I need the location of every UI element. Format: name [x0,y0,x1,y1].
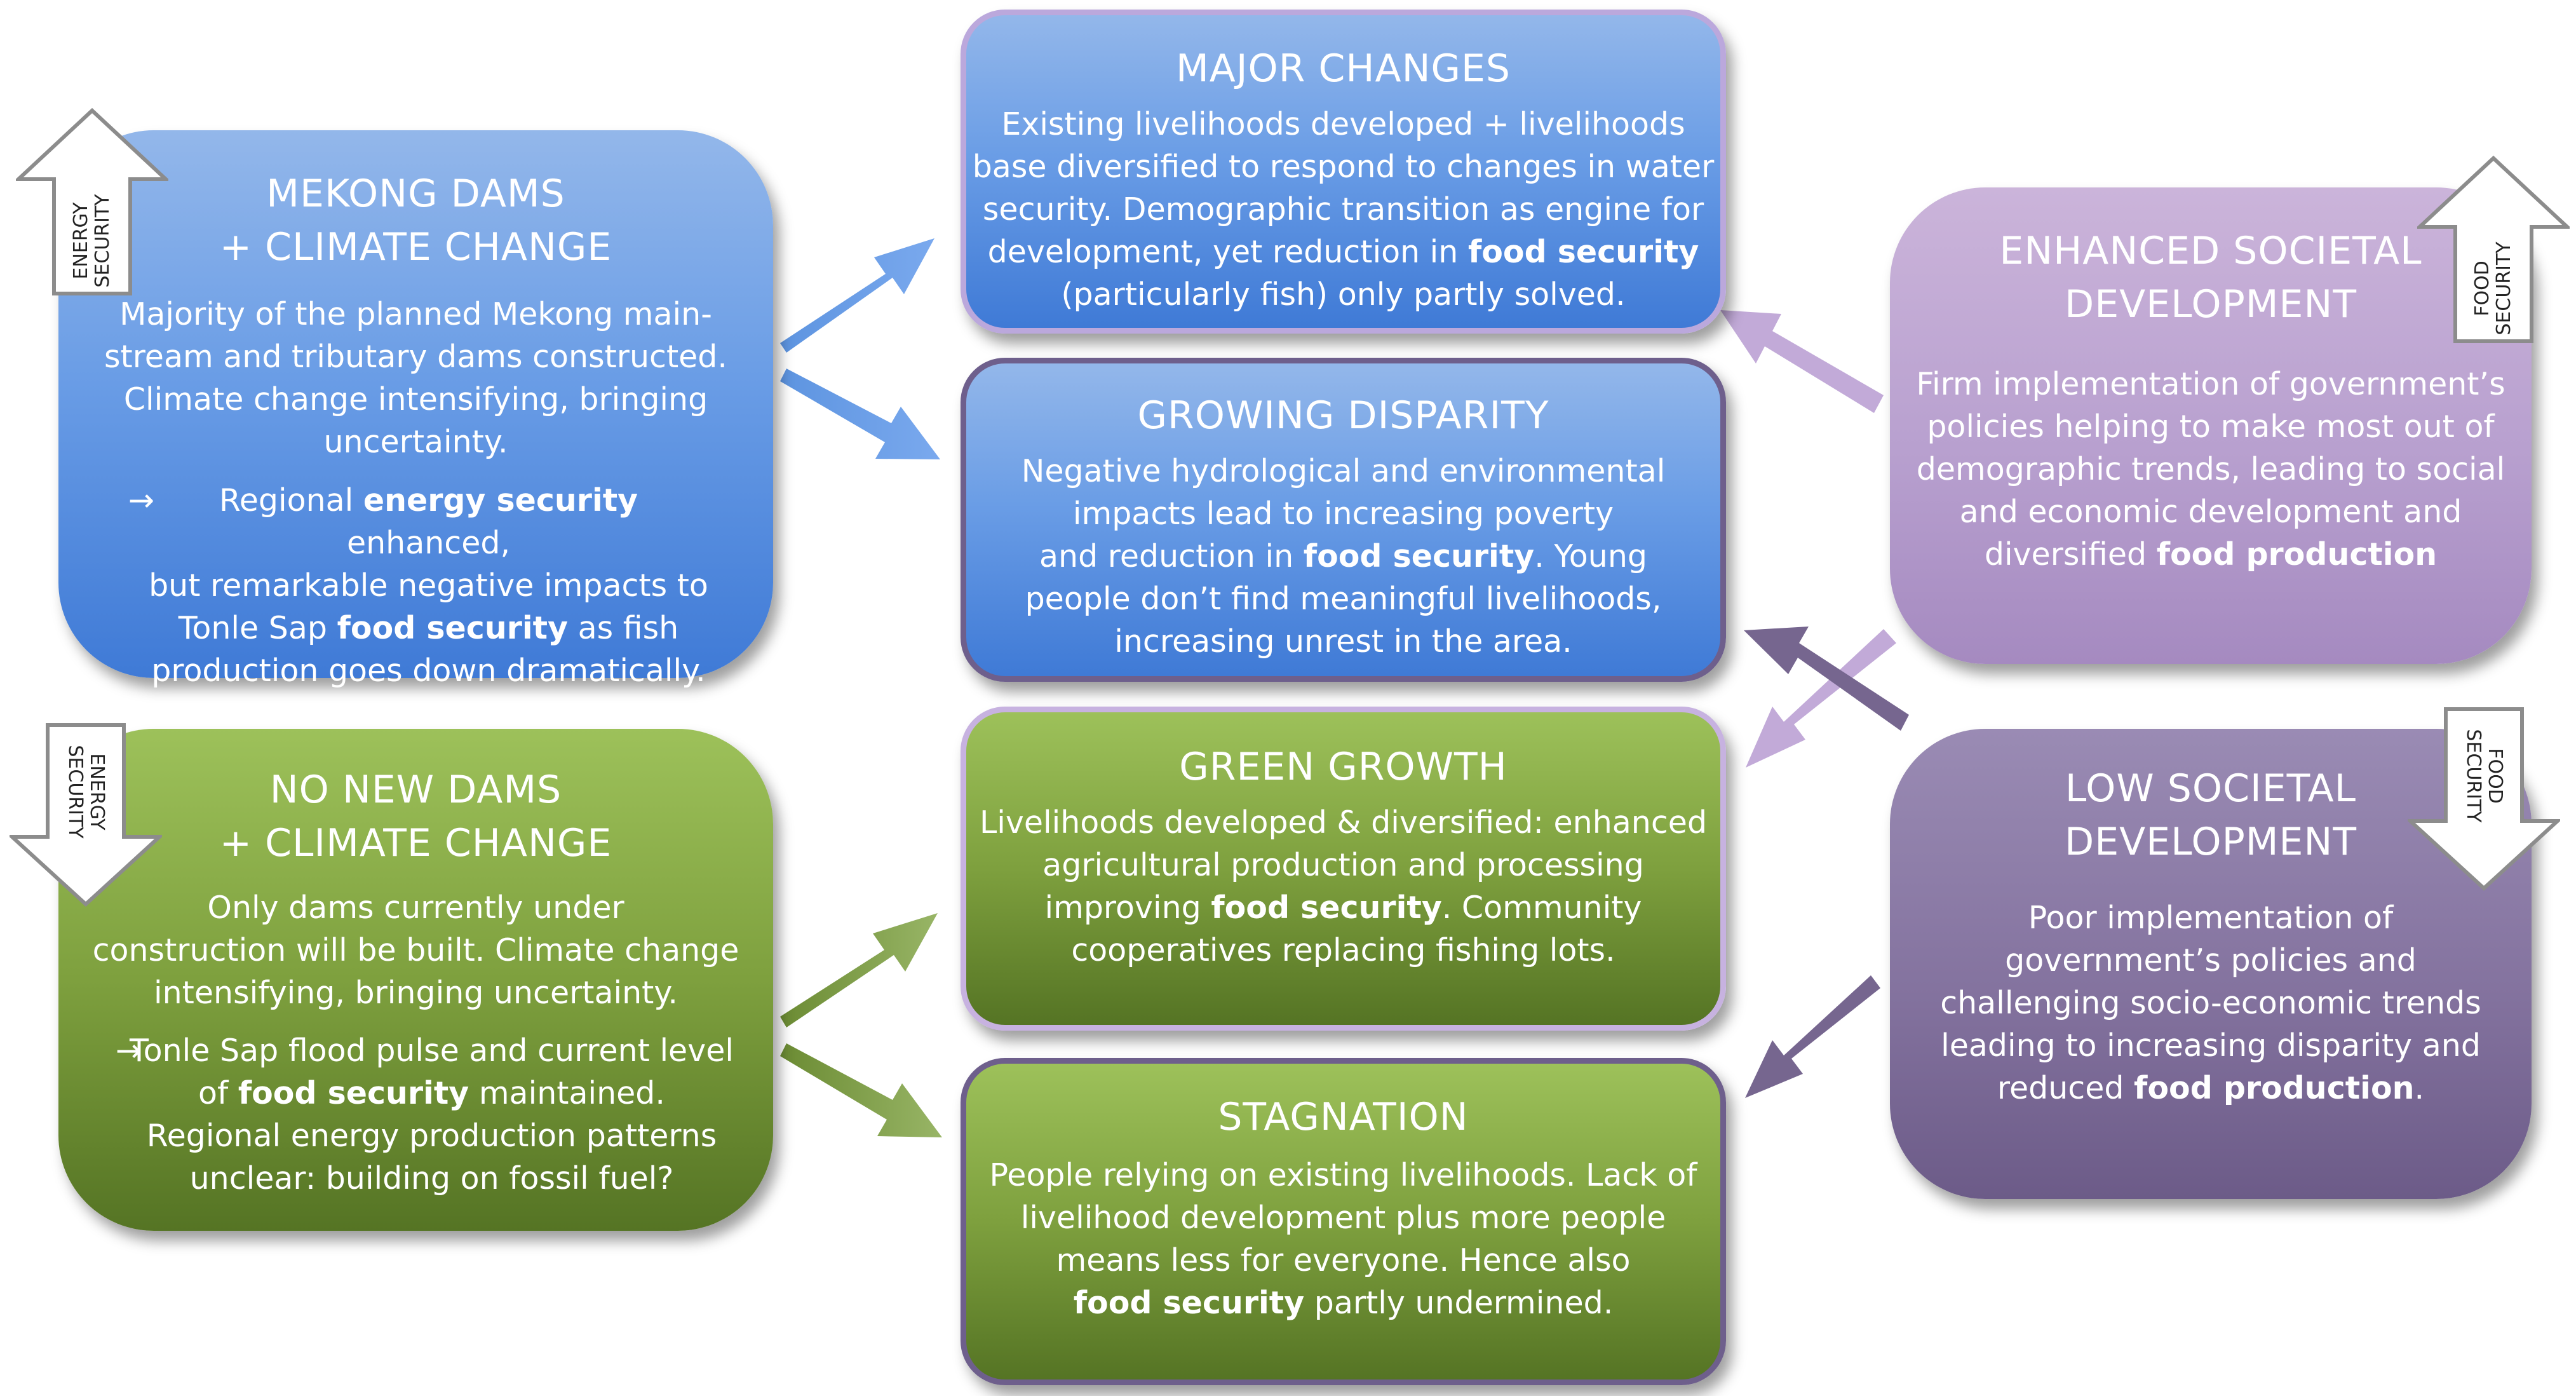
stagnation-title: STAGNATION [1218,1095,1469,1139]
enhanced-title-2: DEVELOPMENT [2065,282,2357,327]
bullet-arrow-icon: → [128,482,155,518]
major-line: (particularly fish) only partly solved. [1061,276,1626,313]
growing-disparity-box: GROWING DISPARITY Negative hydrological … [961,358,1726,682]
nodams-title-2: + CLIMATE CHANGE [219,821,612,865]
enhanced-line: Firm implementation of government’s [1916,366,2505,402]
arrow-up-icon [16,108,168,295]
low-line: Poor implementation of [2028,900,2394,936]
low-line: reduced food production. [1997,1070,2425,1106]
no-new-dams-box: NO NEW DAMS + CLIMATE CHANGE Only dams c… [58,729,773,1231]
disparity-line: increasing unrest in the area. [1114,623,1572,660]
stagnation-line: People relying on existing livelihoods. … [989,1157,1697,1193]
green-title: GREEN GROWTH [1179,745,1507,789]
major-title: MAJOR CHANGES [1176,46,1511,91]
arrow-dams-to-disparity [780,369,940,459]
green-line: Livelihoods developed & diversified: enh… [979,804,1708,841]
tag-line: SECURITY [64,745,86,839]
major-line: development, yet reduction in food secur… [987,234,1699,270]
stagnation-box: STAGNATION People relying on existing li… [961,1058,1726,1385]
dams-title-1: MEKONG DAMS [266,172,565,216]
tag-line: ENERGY [70,202,92,280]
tag-line: SECURITY [2462,729,2485,823]
mekong-dams-box: MEKONG DAMS + CLIMATE CHANGE Majority of… [58,130,773,689]
nodams-bullet-line: of food security maintained. [198,1075,665,1111]
tag-line: FOOD [2471,261,2493,316]
dams-body-line: uncertainty. [323,424,508,460]
major-line: Existing livelihoods developed + livelih… [1001,106,1685,142]
arrow-nodams-to-green [780,913,938,1027]
low-line: government’s policies and [2005,942,2417,979]
enhanced-line: diversified food production [1984,536,2438,573]
nodams-bullet-line: unclear: building on fossil fuel? [189,1160,674,1196]
dams-body-line: Majority of the planned Mekong main- [119,296,712,332]
energy-security-up-tag: ENERGY SECURITY [16,108,168,299]
arrow-nodams-to-stagnation [780,1043,942,1137]
food-security-down-tag: FOOD SECURITY [2408,707,2560,891]
arrow-dams-to-major [780,238,934,353]
enhanced-line: policies helping to make most out of [1927,409,2495,445]
disparity-line: and reduction in food security. Young [1039,538,1647,574]
major-line: base diversified to respond to changes i… [972,149,1715,185]
stagnation-line: food security partly undermined. [1073,1285,1614,1321]
disparity-title: GROWING DISPARITY [1137,393,1549,438]
low-title-2: DEVELOPMENT [2065,820,2357,864]
tag-line: SECURITY [2493,241,2515,335]
disparity-line: people don’t find meaningful livelihoods… [1025,581,1662,617]
arrow-enhanced-to-green [1746,629,1896,768]
dams-body-line: stream and tributary dams constructed. [104,339,727,375]
dams-bullet-line: Tonle Sap food security as fish [178,610,679,646]
green-line: agricultural production and processing [1042,847,1644,883]
green-growth-box: GREEN GROWTH Livelihoods developed & div… [961,707,1726,1031]
arrow-down-icon [2408,707,2560,891]
major-changes-box: MAJOR CHANGES Existing livelihoods devel… [961,10,1726,334]
disparity-line: impacts lead to increasing poverty [1072,496,1614,532]
stagnation-line: means less for everyone. Hence also [1056,1242,1631,1278]
nodams-title-1: NO NEW DAMS [269,768,562,812]
stagnation-line: livelihood development plus more people [1020,1200,1666,1236]
dams-title-2: + CLIMATE CHANGE [219,225,612,269]
bullet-arrow-icon: → [116,1033,142,1069]
major-line: security. Demographic transition as engi… [982,191,1704,227]
arrow-low-to-disparity [1744,627,1909,731]
tag-line: ENERGY [86,753,108,830]
nodams-bullet-line: Tonle Sap flood pulse and current level [130,1033,734,1069]
green-line: cooperatives replacing fishing lots. [1071,932,1615,968]
dams-bullet-line: but remarkable negative impacts to [149,567,708,604]
low-title-1: LOW SOCIETAL [2065,766,2357,811]
enhanced-societal-box: ENHANCED SOCIETAL DEVELOPMENT Firm imple… [1890,187,2532,664]
tag-line: SECURITY [91,194,114,288]
low-line: challenging socio-economic trends [1940,985,2481,1021]
nodams-body-line: construction will be built. Climate chan… [92,932,739,968]
low-societal-box: LOW SOCIETAL DEVELOPMENT Poor implementa… [1890,729,2532,1199]
enhanced-line: demographic trends, leading to social [1916,451,2505,487]
low-line: leading to increasing disparity and [1941,1027,2481,1064]
energy-security-down-tag: ENERGY SECURITY [10,722,162,907]
tag-line: FOOD [2484,748,2506,804]
arrow-down-icon [10,723,162,907]
arrow-up-icon [2417,156,2570,343]
disparity-line: Negative hydrological and environmental [1021,453,1666,489]
green-line: improving food security. Community [1044,890,1642,926]
dams-bullet-line: Regional energy security enhanced, [219,482,638,561]
nodams-body-line: Only dams currently under [207,890,624,926]
dams-body-line: Climate change intensifying, bringing [123,381,708,417]
food-security-up-tag: FOOD SECURITY [2417,156,2570,346]
enhanced-title-1: ENHANCED SOCIETAL [1999,229,2422,273]
nodams-bullet-line: Regional energy production patterns [146,1118,717,1154]
dams-bullet-line: production goes down dramatically. [151,653,706,689]
enhanced-line: and economic development and [1959,494,2462,530]
nodams-body-line: intensifying, bringing uncertainty. [154,975,678,1011]
arrow-low-to-stagnation [1745,975,1880,1098]
arrow-enhanced-to-major [1720,310,1884,413]
